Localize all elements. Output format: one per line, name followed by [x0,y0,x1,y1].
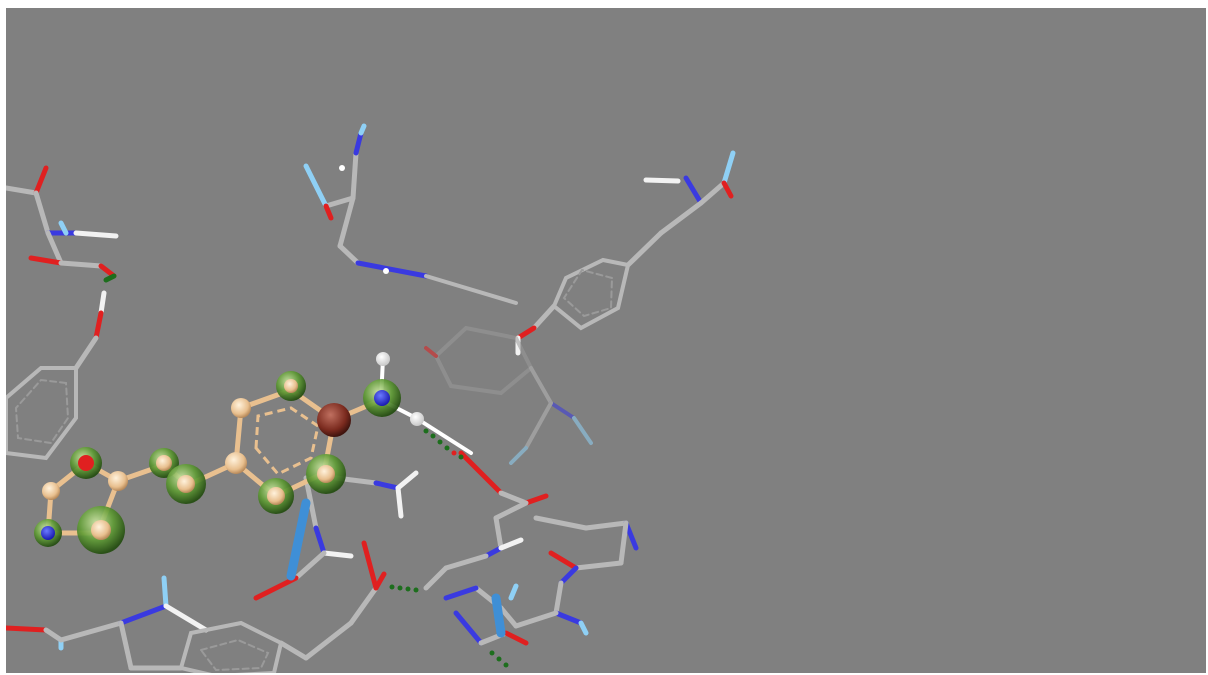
heteroatom[interactable] [317,403,351,437]
hydrogen-bond-contacts [389,428,509,668]
molecule-scene [6,123,736,673]
protein-residue-sticks [6,123,736,673]
molecular-viewer-canvas[interactable] [6,8,1206,673]
ligand-molecule[interactable] [34,352,473,554]
